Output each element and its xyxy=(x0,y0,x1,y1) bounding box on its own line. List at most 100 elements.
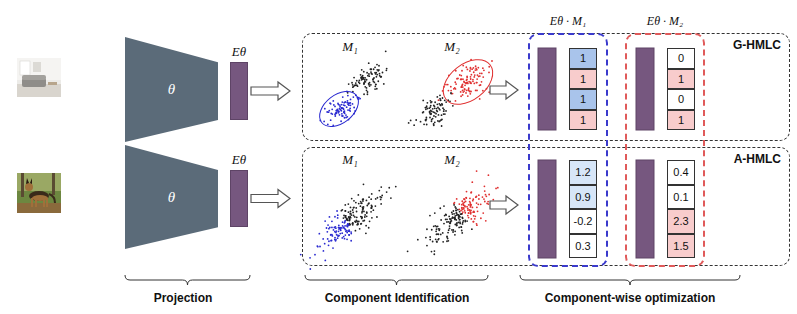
data-point xyxy=(466,79,468,81)
data-point xyxy=(441,114,443,116)
stage-label: Component-wise optimization xyxy=(545,291,716,305)
room-sofa-back xyxy=(22,75,46,80)
trapezoid-shape xyxy=(125,145,218,249)
data-point xyxy=(483,69,485,71)
data-point xyxy=(467,215,469,217)
data-point xyxy=(341,107,343,109)
data-point xyxy=(336,234,338,236)
data-point xyxy=(434,250,436,252)
data-point xyxy=(433,105,435,107)
data-point xyxy=(339,233,341,235)
data-point xyxy=(442,107,444,109)
data-point xyxy=(357,221,359,223)
data-point xyxy=(440,119,442,121)
data-point xyxy=(364,214,366,216)
section-brace xyxy=(125,275,250,285)
data-point xyxy=(338,111,340,113)
data-point xyxy=(376,76,378,78)
data-point xyxy=(356,84,358,86)
data-point xyxy=(430,113,432,115)
data-point xyxy=(470,192,472,194)
data-point xyxy=(477,210,479,212)
data-point xyxy=(395,186,397,188)
data-point xyxy=(341,232,343,234)
data-point xyxy=(366,211,368,213)
embedding-bar xyxy=(538,48,556,130)
data-point xyxy=(347,95,349,97)
data-point xyxy=(431,229,433,231)
data-point xyxy=(482,76,484,78)
data-point xyxy=(344,234,346,236)
vector-value: 1 xyxy=(569,69,597,90)
vector-value: 1 xyxy=(667,110,695,131)
data-point xyxy=(353,215,355,217)
data-point xyxy=(331,220,333,222)
data-point xyxy=(431,111,433,113)
data-point xyxy=(462,91,464,93)
data-point xyxy=(458,208,460,210)
panel-title: G-HMLC xyxy=(733,38,781,52)
data-point xyxy=(484,201,486,203)
data-point xyxy=(432,108,434,110)
data-point xyxy=(319,246,321,248)
data-point xyxy=(367,91,369,93)
data-point xyxy=(429,236,431,238)
data-point xyxy=(476,202,478,204)
photo-path xyxy=(17,203,61,213)
data-point xyxy=(328,111,330,113)
data-point xyxy=(474,218,476,220)
data-point xyxy=(361,77,363,79)
data-point xyxy=(358,203,360,205)
data-point xyxy=(446,218,448,220)
data-point xyxy=(345,215,347,217)
data-point xyxy=(380,76,382,78)
data-point xyxy=(378,65,380,67)
data-point xyxy=(362,198,364,200)
data-point xyxy=(355,230,357,232)
data-point xyxy=(468,89,470,91)
data-point xyxy=(346,217,348,219)
data-point xyxy=(376,88,378,90)
data-point xyxy=(353,206,355,208)
data-point xyxy=(328,240,330,242)
stage-label: Projection xyxy=(154,291,213,305)
data-point xyxy=(390,197,392,199)
data-point xyxy=(370,198,372,200)
data-point xyxy=(468,89,470,91)
data-point xyxy=(488,174,490,176)
data-point xyxy=(361,216,363,218)
data-point xyxy=(442,97,444,99)
data-point xyxy=(450,218,452,220)
data-point xyxy=(450,92,452,94)
data-point xyxy=(450,86,452,88)
data-point xyxy=(326,231,328,233)
data-point xyxy=(450,220,452,222)
data-point xyxy=(472,67,474,69)
data-point xyxy=(462,211,464,213)
data-point xyxy=(352,84,354,86)
data-point xyxy=(445,101,447,103)
data-point xyxy=(460,78,462,80)
data-point xyxy=(424,107,426,109)
data-point xyxy=(343,111,345,113)
room-picture xyxy=(33,62,41,72)
data-point xyxy=(346,225,348,227)
data-point xyxy=(342,221,344,223)
data-point xyxy=(330,240,332,242)
data-point xyxy=(335,239,337,241)
data-point xyxy=(386,68,388,70)
data-point xyxy=(337,103,339,105)
data-point xyxy=(377,70,379,72)
data-point xyxy=(323,120,325,122)
data-point xyxy=(461,216,463,218)
data-point xyxy=(343,217,345,219)
data-point xyxy=(441,125,443,127)
data-point xyxy=(372,79,374,81)
data-point xyxy=(451,212,453,214)
dog-photo xyxy=(17,173,61,213)
data-point xyxy=(379,75,381,77)
data-point xyxy=(370,211,372,213)
data-point xyxy=(336,112,338,114)
data-point xyxy=(470,76,472,78)
data-point xyxy=(374,85,376,87)
